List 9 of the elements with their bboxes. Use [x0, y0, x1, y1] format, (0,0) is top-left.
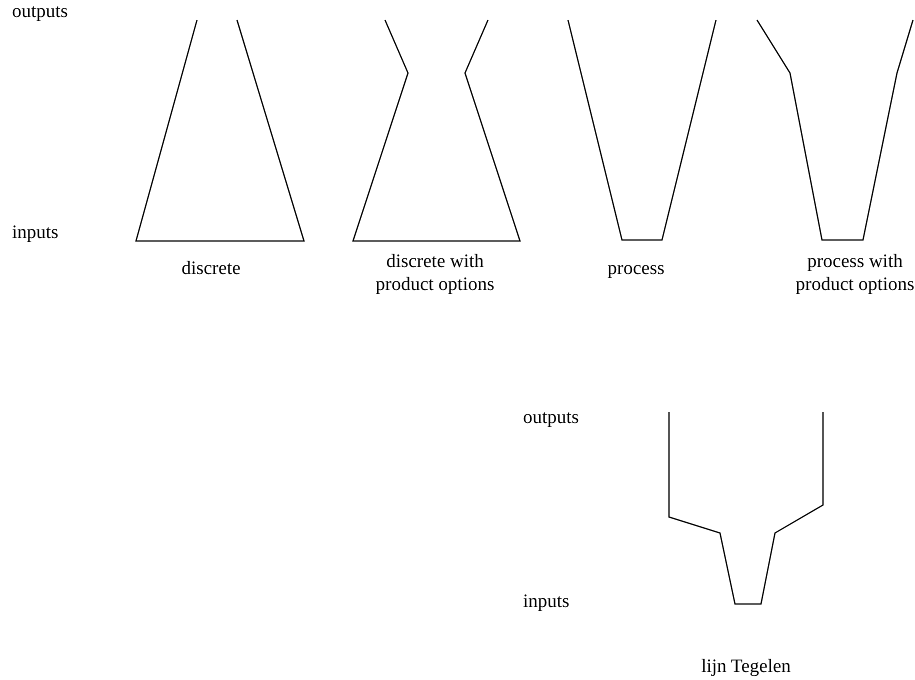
- axis-label: inputs: [523, 590, 570, 613]
- axis-label: discrete: [180, 257, 242, 280]
- axis-label: outputs: [12, 0, 69, 23]
- axis-label: process with product options: [794, 250, 915, 296]
- axis-label: inputs: [12, 221, 60, 244]
- axis-label: process: [606, 257, 666, 280]
- axis-label: outputs: [523, 406, 580, 429]
- axis-label: discrete with product options: [374, 250, 496, 296]
- axis-label: lijn Tegelen: [700, 655, 792, 678]
